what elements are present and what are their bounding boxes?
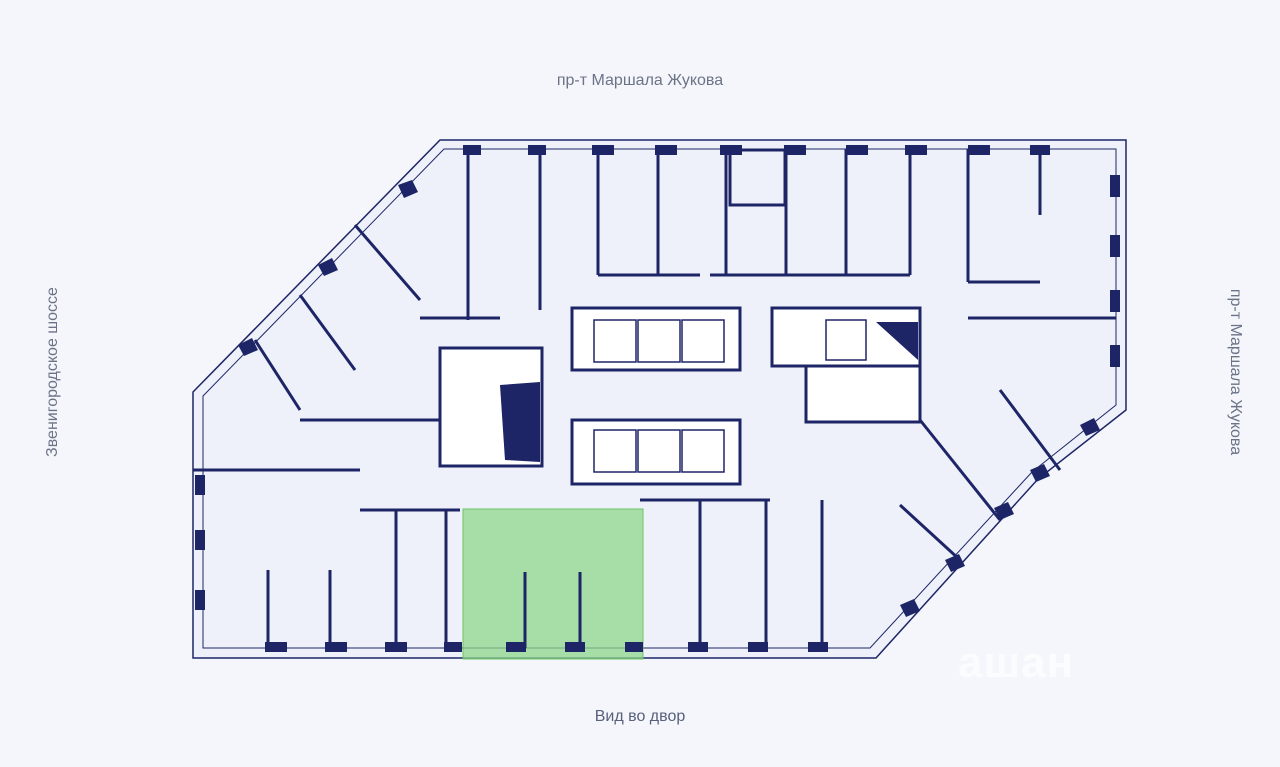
street-label-top: пр-т Маршала Жукова bbox=[556, 72, 724, 89]
building-inner-outline bbox=[202, 148, 1117, 649]
building-outline bbox=[192, 139, 1127, 659]
interior-walls bbox=[193, 148, 1116, 648]
core bbox=[438, 306, 922, 486]
street-label-bottom: Вид во двор bbox=[594, 708, 686, 725]
window-blocks bbox=[195, 145, 1120, 652]
elevator-cells bbox=[593, 319, 867, 473]
core-shafts bbox=[500, 322, 918, 462]
watermark-logo: ашан bbox=[958, 638, 1075, 687]
highlighted-apartment[interactable] bbox=[462, 508, 644, 660]
